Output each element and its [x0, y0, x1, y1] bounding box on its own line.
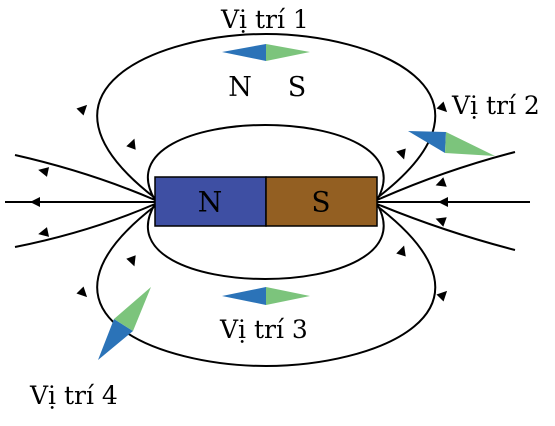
arrow-icon — [126, 138, 136, 150]
arrow-icon — [38, 227, 50, 237]
field-line-open-left-bottom — [14, 203, 156, 248]
magnet-north-label: N — [198, 186, 223, 219]
field-line-open-right-bottom — [376, 203, 516, 251]
needle-south-half — [114, 287, 151, 331]
field-line-open-right-top — [376, 151, 516, 201]
needle-north-half — [98, 319, 133, 360]
arrow-icon — [436, 290, 448, 302]
arrow-icon — [30, 197, 40, 207]
arrow-icon — [126, 255, 136, 267]
magnet-south-label: S — [311, 186, 330, 219]
arrow-icon — [38, 167, 50, 177]
magnet-north-half — [154, 176, 267, 227]
compass-needle-1 — [222, 44, 310, 61]
position-1-label: Vị trí 1 — [220, 5, 309, 34]
bar-magnet: N S — [154, 176, 378, 227]
arrow-icon — [435, 217, 447, 227]
position-2-label: Vị trí 2 — [451, 91, 540, 120]
needle-north-half — [222, 287, 266, 305]
compass-needle-3 — [222, 287, 310, 305]
position-4-label: Vị trí 4 — [29, 381, 118, 410]
field-line-outer-bottom — [96, 205, 437, 368]
field-line-inner-bottom — [146, 203, 385, 280]
arrow-icon — [436, 101, 448, 113]
arrow-icon — [76, 286, 88, 298]
magnet-south-half — [265, 176, 378, 227]
needle-1-south-label: S — [288, 72, 307, 103]
arrow-icon — [396, 148, 406, 160]
field-arrows — [30, 101, 448, 302]
field-line-outer-top — [96, 32, 437, 199]
position-3-label: Vị trí 3 — [219, 315, 308, 344]
arrow-icon — [76, 104, 88, 116]
needle-south-half — [266, 287, 310, 305]
compass-needle-2 — [408, 131, 495, 156]
needle-north-half — [408, 131, 446, 153]
arrow-icon — [396, 245, 406, 257]
needle-south-half — [445, 132, 495, 156]
needle-1-north-label: N — [228, 72, 252, 103]
field-lines — [5, 32, 530, 368]
field-line-open-left-top — [14, 154, 156, 201]
arrow-icon — [435, 177, 447, 187]
arrow-icon — [438, 197, 448, 207]
needle-north-half — [222, 44, 266, 61]
compass-needle-4 — [98, 287, 151, 360]
field-line-inner-top — [146, 124, 385, 201]
needle-south-half — [266, 44, 310, 61]
